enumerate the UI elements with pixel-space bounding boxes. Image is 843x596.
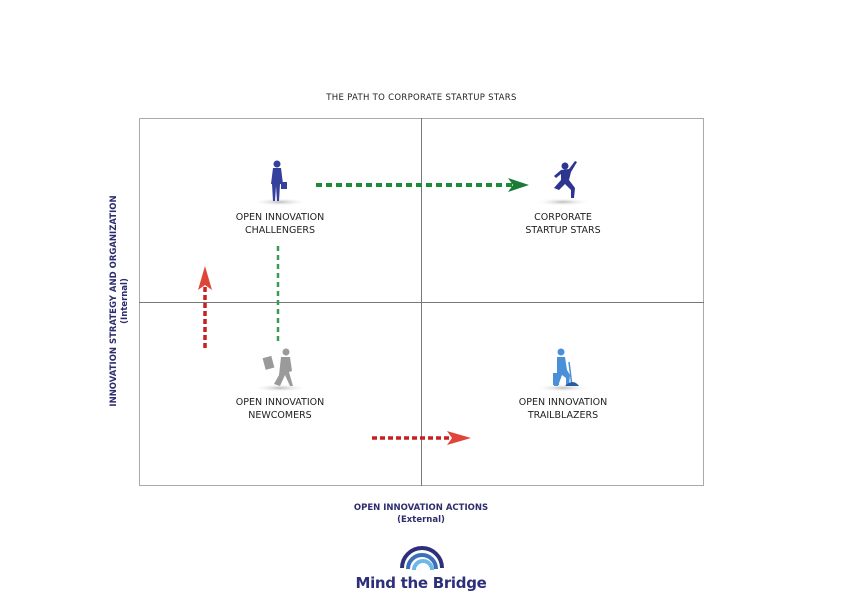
standing-businesswoman-icon — [271, 160, 287, 201]
green-arrowhead-icon — [508, 178, 529, 192]
label-trailblazers: OPEN INNOVATION TRAILBLAZERS — [493, 396, 633, 422]
label-line: CORPORATE — [534, 212, 592, 223]
red-up-arrowhead-icon — [198, 266, 212, 290]
label-challengers: OPEN INNOVATION CHALLENGERS — [210, 211, 350, 237]
label-stars: CORPORATE STARTUP STARS — [493, 211, 633, 237]
x-axis-title: OPEN INNOVATION ACTIONS — [353, 503, 489, 513]
hiker-icon — [553, 348, 579, 387]
shadow — [252, 384, 308, 392]
x-axis-label: OPEN INNOVATION ACTIONS (External) — [271, 502, 571, 526]
mind-the-bridge-logo-icon — [400, 546, 444, 571]
logo-text: Mind the Bridge — [355, 574, 487, 592]
shadow — [535, 384, 591, 392]
label-line: NEWCOMERS — [248, 410, 312, 421]
label-newcomers: OPEN INNOVATION NEWCOMERS — [210, 396, 350, 422]
label-line: STARTUP STARS — [525, 225, 601, 236]
label-line: OPEN INNOVATION — [235, 397, 325, 408]
diagram-title: THE PATH TO CORPORATE STARTUP STARS — [326, 93, 517, 103]
label-line: OPEN INNOVATION — [518, 397, 608, 408]
shadow — [535, 198, 591, 206]
walking-businessman-icon — [262, 348, 293, 386]
label-line: OPEN INNOVATION — [235, 212, 325, 223]
label-line: CHALLENGERS — [245, 225, 315, 236]
horizontal-divider — [139, 302, 704, 303]
label-line: TRAILBLAZERS — [527, 410, 599, 421]
x-axis-subtitle: (External) — [397, 515, 445, 525]
running-woman-icon — [554, 161, 577, 198]
red-right-arrowhead-icon — [447, 431, 471, 445]
shadow — [252, 198, 308, 206]
